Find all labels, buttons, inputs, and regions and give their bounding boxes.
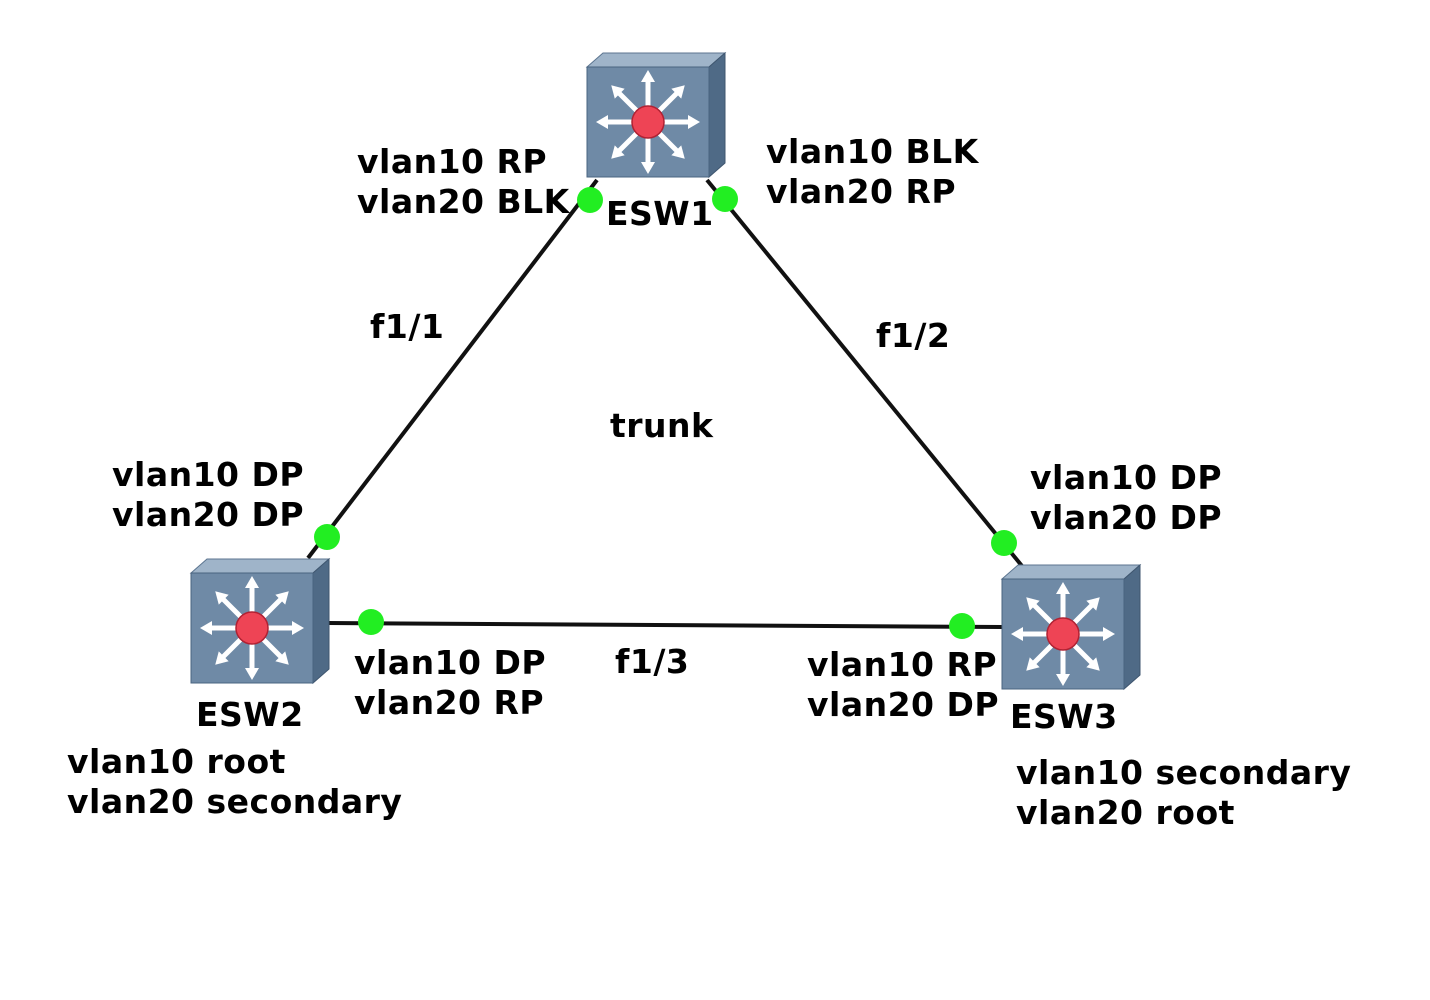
port-role-line: vlan20 DP — [807, 685, 1000, 724]
port-role-line: vlan20 RP — [766, 172, 957, 211]
port-role-line: vlan10 RP — [807, 645, 998, 684]
link-esw1-esw2[interactable] — [306, 178, 599, 560]
bridge-role-line: vlan20 root — [1016, 793, 1235, 832]
port-roles-esw2-to-esw3: vlan10 DP vlan20 RP — [354, 643, 546, 723]
port-role-line: vlan10 DP — [112, 455, 305, 494]
multilayer-switch-icon — [189, 557, 331, 685]
device-name-esw2: ESW2 — [196, 695, 304, 734]
switch-esw1[interactable] — [585, 51, 727, 179]
port-roles-esw3-to-esw2: vlan10 RP vlan20 DP — [807, 645, 999, 725]
port-role-line: vlan10 BLK — [766, 132, 979, 171]
multilayer-switch-icon — [585, 51, 727, 179]
port-role-line: vlan20 BLK — [357, 182, 570, 221]
port-status-dot-esw1-to-esw3 — [712, 186, 738, 212]
switch-esw3[interactable] — [1000, 563, 1142, 691]
device-name-esw3: ESW3 — [1010, 697, 1118, 736]
port-role-line: vlan10 DP — [1030, 458, 1223, 497]
link-esw1-esw3[interactable] — [705, 178, 1024, 568]
port-roles-esw3-to-esw1: vlan10 DP vlan20 DP — [1030, 458, 1222, 538]
port-status-dot-esw3-to-esw2 — [949, 613, 975, 639]
bridge-role-line: vlan10 secondary — [1016, 753, 1352, 792]
bridge-role-line: vlan20 secondary — [67, 782, 403, 821]
port-role-line: vlan10 RP — [357, 142, 548, 181]
trunk-label: trunk — [610, 406, 714, 445]
multilayer-switch-icon — [1000, 563, 1142, 691]
port-role-line: vlan20 DP — [112, 495, 305, 534]
port-status-dot-esw1-to-esw2 — [577, 187, 603, 213]
port-roles-esw1-to-esw2: vlan10 RP vlan20 BLK — [357, 142, 570, 222]
port-roles-esw2-to-esw1: vlan10 DP vlan20 DP — [112, 455, 304, 535]
port-role-line: vlan20 RP — [354, 683, 545, 722]
link-label-f1-3: f1/3 — [615, 642, 690, 681]
port-status-dot-esw3-to-esw1 — [991, 530, 1017, 556]
link-label-f1-1: f1/1 — [370, 307, 445, 346]
port-status-dot-esw2-to-esw1 — [314, 524, 340, 550]
bridge-roles-esw3: vlan10 secondary vlan20 root — [1016, 753, 1351, 833]
bridge-roles-esw2: vlan10 root vlan20 secondary — [67, 742, 402, 822]
link-label-f1-2: f1/2 — [876, 316, 951, 355]
link-esw2-esw3[interactable] — [327, 621, 1003, 629]
port-role-line: vlan20 DP — [1030, 498, 1223, 537]
device-name-esw1: ESW1 — [606, 194, 714, 233]
port-roles-esw1-to-esw3: vlan10 BLK vlan20 RP — [766, 132, 979, 212]
switch-esw2[interactable] — [189, 557, 331, 685]
port-status-dot-esw2-to-esw3 — [358, 609, 384, 635]
bridge-role-line: vlan10 root — [67, 742, 286, 781]
port-role-line: vlan10 DP — [354, 643, 547, 682]
